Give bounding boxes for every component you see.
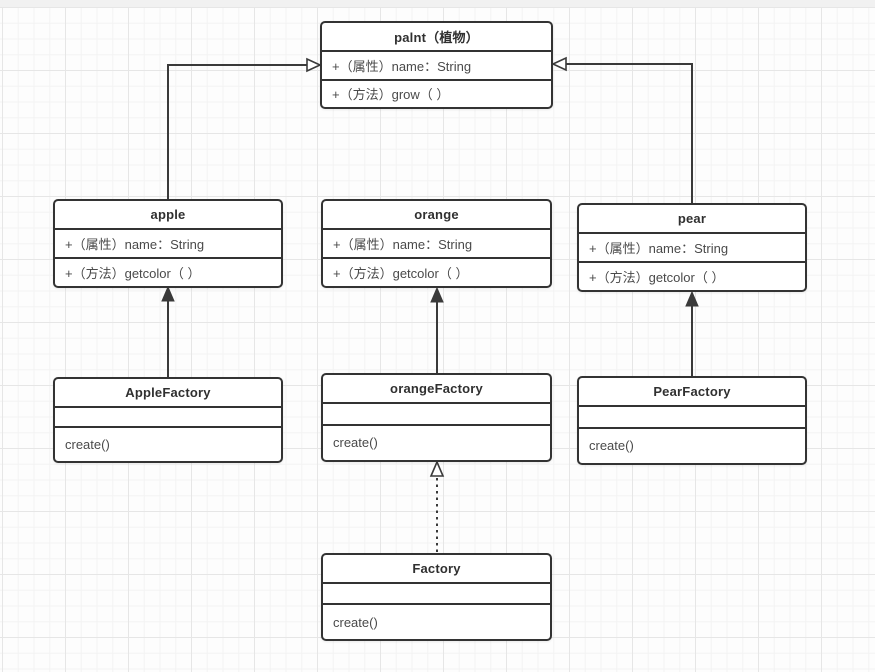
attribute-row <box>55 408 281 428</box>
attribute-row <box>323 584 550 605</box>
connector-pearfactory-to-pear[interactable] <box>685 290 699 376</box>
connector-orangefactory-to-orange[interactable] <box>430 286 444 373</box>
class-orange[interactable]: orange +（属性）name：String +（方法）getcolor（ ） <box>321 199 552 288</box>
method-row: +（方法）getcolor（ ） <box>589 270 725 285</box>
class-title: orangeFactory <box>323 375 550 404</box>
method-row: +（方法）getcolor（ ） <box>333 266 469 281</box>
attribute-row <box>579 407 805 429</box>
attribute-row: +（属性）name：String <box>323 230 550 259</box>
method-row: create() <box>65 437 110 452</box>
connector-pear-to-plant[interactable] <box>551 56 693 203</box>
class-title: PearFactory <box>579 378 805 407</box>
method-row: +（方法）grow（ ） <box>332 87 450 103</box>
class-pear-factory[interactable]: PearFactory create() <box>577 376 807 465</box>
class-apple[interactable]: apple +（属性）name：String +（方法）getcolor（ ） <box>53 199 283 288</box>
class-title: apple <box>55 201 281 230</box>
method-row: create() <box>589 438 634 454</box>
class-title: orange <box>323 201 550 230</box>
attribute-row: +（属性）name：String <box>322 52 551 81</box>
filled-arrowhead-icon <box>430 286 444 303</box>
class-orange-factory[interactable]: orangeFactory create() <box>321 373 552 462</box>
class-apple-factory[interactable]: AppleFactory create() <box>53 377 283 463</box>
class-title: AppleFactory <box>55 379 281 408</box>
canvas-top-edge <box>0 0 875 7</box>
hollow-arrowhead-icon <box>306 57 322 73</box>
connector-apple-to-plant[interactable] <box>167 57 322 199</box>
method-row: create() <box>333 435 378 451</box>
attribute-row: +（属性）name：String <box>579 234 805 263</box>
filled-arrowhead-icon <box>161 285 175 302</box>
class-pear[interactable]: pear +（属性）name：String +（方法）getcolor（ ） <box>577 203 807 292</box>
connector-factory-to-orangefactory[interactable] <box>429 459 445 552</box>
class-title: pear <box>579 205 805 234</box>
method-row: create() <box>333 614 378 630</box>
class-factory[interactable]: Factory create() <box>321 553 552 641</box>
attribute-row: +（属性）name：String <box>55 230 281 259</box>
method-row: +（方法）getcolor（ ） <box>65 266 201 281</box>
attribute-row <box>323 404 550 426</box>
class-title: Factory <box>323 555 550 584</box>
class-title: palnt（植物） <box>322 23 551 52</box>
hollow-arrowhead-icon <box>429 459 445 477</box>
hollow-arrowhead-icon <box>551 56 567 72</box>
filled-arrowhead-icon <box>685 290 699 307</box>
connector-applefactory-to-apple[interactable] <box>161 285 175 377</box>
class-plant[interactable]: palnt（植物） +（属性）name：String +（方法）grow（ ） <box>320 21 553 109</box>
